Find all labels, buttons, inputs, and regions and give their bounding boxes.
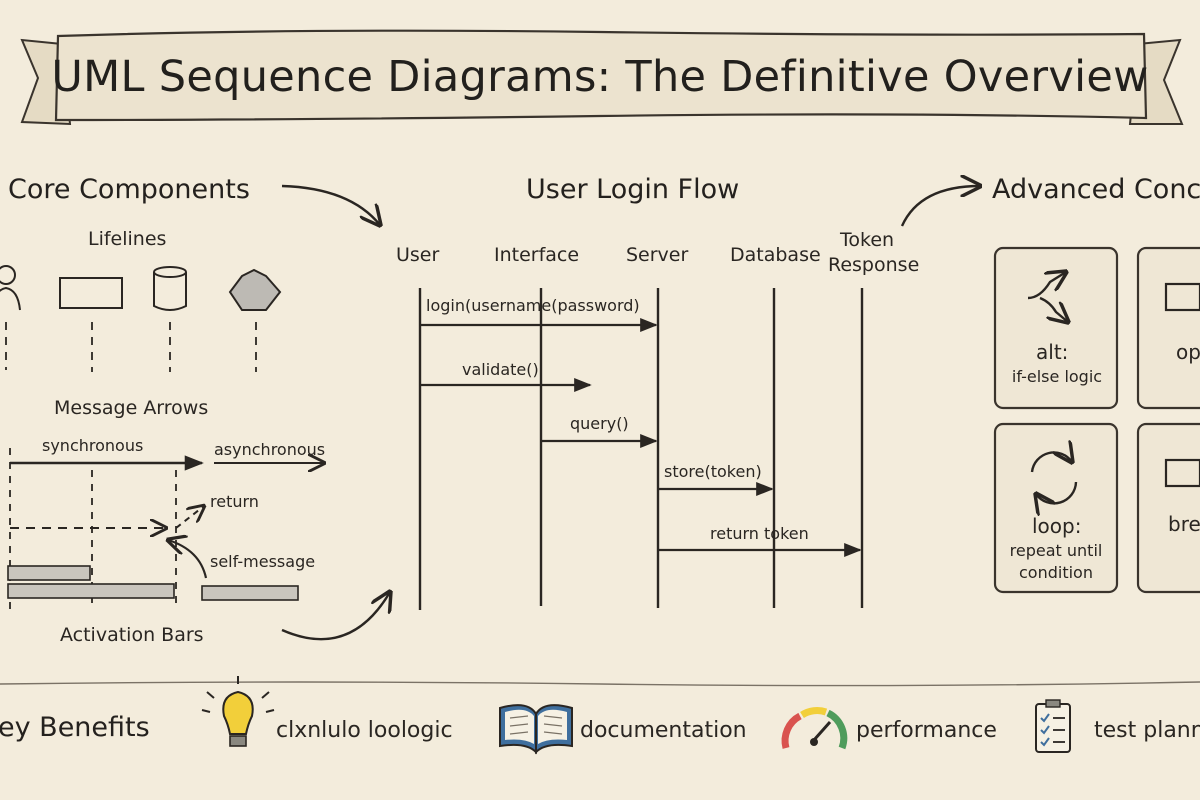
opt-box-icon — [1164, 282, 1200, 312]
loop-card-desc-2: condition — [1019, 563, 1093, 582]
synchronous-label: synchronous — [42, 436, 144, 455]
lifeline-dashes — [5, 322, 257, 372]
msg-login-label: login(username(password) — [426, 296, 640, 315]
message-arrows-label: Message Arrows — [54, 397, 209, 419]
msg-store-label: store(token) — [664, 462, 762, 481]
participant-server: Server — [626, 244, 689, 266]
flow-lifelines — [418, 288, 864, 610]
arrow-activation-to-flow — [281, 592, 390, 641]
loop-card-title: loop: — [1032, 514, 1082, 538]
break-card — [1136, 422, 1200, 594]
book-icon — [499, 704, 573, 755]
object-box-shape — [59, 277, 123, 309]
msg-query-label: query() — [570, 414, 629, 433]
benefit-item: performance — [856, 718, 997, 743]
key-benefits-title: ey Benefits — [0, 712, 150, 743]
participant-database: Database — [730, 244, 821, 266]
benefit-item: clxnlulo loologic — [276, 718, 453, 743]
self-message-arrow — [168, 540, 208, 579]
arrow-core-to-flow — [281, 184, 380, 225]
page-title: UML Sequence Diagrams: The Definitive Ov… — [51, 52, 1149, 102]
alt-card-title: alt: — [1036, 340, 1069, 364]
self-message-label: self-message — [210, 552, 316, 571]
asynchronous-label: asynchronous — [214, 440, 326, 459]
title-banner — [20, 29, 1184, 126]
break-box-icon — [1164, 458, 1200, 488]
checklist-icon — [1035, 699, 1071, 753]
hexagon-shape — [228, 268, 282, 311]
participant-interface: Interface — [494, 244, 580, 266]
lifelines-label: Lifelines — [88, 228, 167, 250]
user-login-flow-title: User Login Flow — [526, 174, 740, 205]
return-label: return — [210, 492, 259, 511]
core-components-title: Core Components — [8, 174, 250, 205]
arrow-flow-to-advanced — [900, 186, 980, 227]
opt-card-title: op — [1176, 340, 1200, 364]
loop-card-desc-1: repeat until — [1009, 541, 1103, 560]
benefit-item: documentation — [580, 718, 747, 743]
benefit-item: test planni — [1094, 718, 1200, 743]
activation-bar — [7, 565, 91, 581]
alt-card-desc: if-else logic — [1011, 367, 1103, 386]
activation-bar — [7, 583, 175, 599]
return-arrow-up — [175, 506, 204, 529]
database-cylinder-shape — [153, 266, 187, 311]
branch-icon — [1027, 272, 1068, 322]
msg-validate-label: validate() — [462, 360, 539, 379]
msg-return-label: return token — [710, 524, 809, 543]
bulb-icon — [201, 676, 275, 747]
gauge-icon — [781, 707, 848, 750]
break-card-title: bre — [1168, 512, 1200, 536]
activation-bars-label: Activation Bars — [60, 624, 204, 646]
participant-token-line1: Token — [840, 229, 895, 251]
opt-card — [1136, 246, 1200, 410]
bottom-divider — [0, 681, 1200, 687]
loop-cycle-icon — [1030, 452, 1078, 503]
participant-user: User — [396, 244, 440, 266]
alt-card — [993, 246, 1119, 410]
participant-token-line2: Response — [828, 254, 920, 276]
advanced-concepts-title: Advanced Conc — [992, 174, 1200, 205]
actor-icon — [0, 265, 21, 311]
activation-bar — [201, 585, 299, 601]
